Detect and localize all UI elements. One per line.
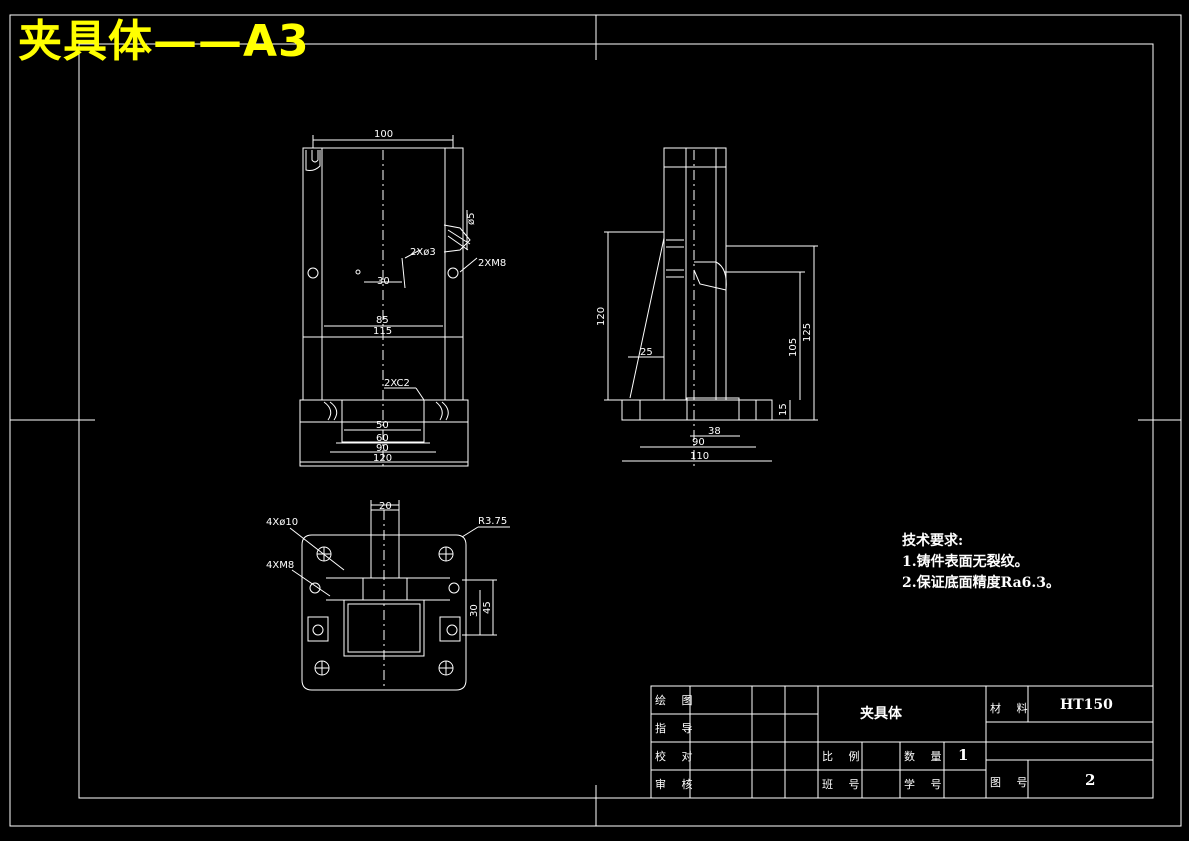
tb-drawing-no-label: 图 号 <box>990 776 1034 789</box>
tech-requirement-item: 1.铸件表面无裂纹。 <box>902 554 1029 570</box>
tb-review-label: 审 核 <box>655 778 699 791</box>
tech-requirement-item: 2.保证底面精度Ra6.3。 <box>902 575 1060 591</box>
dim-side-105: 105 <box>788 338 799 357</box>
dim-side-110: 110 <box>690 451 709 462</box>
dim-side-125: 125 <box>802 323 813 342</box>
dim-top-holes: 4Xø10 <box>266 517 298 528</box>
dim-side-15: 15 <box>778 403 789 416</box>
top-view <box>289 500 510 691</box>
dim-front-85: 85 <box>376 315 389 326</box>
tech-requirements-heading: 技术要求: <box>902 533 964 549</box>
dim-front-phi5: ø5 <box>466 213 477 225</box>
tb-quantity-label: 数 量 <box>904 750 948 763</box>
dim-front-holes: 2Xø3 <box>410 247 436 258</box>
dim-front-120: 120 <box>373 453 392 464</box>
dim-top-thread: 4XM8 <box>266 560 294 571</box>
tb-material-label: 材 料 <box>990 702 1034 715</box>
tb-quantity-value: 1 <box>958 746 969 764</box>
dim-side-120: 120 <box>596 307 607 326</box>
tb-drawing-no-value: 2 <box>1085 771 1096 789</box>
dim-side-90: 90 <box>692 437 705 448</box>
dim-top-45: 45 <box>482 601 493 614</box>
side-view <box>604 147 818 470</box>
dim-top-30: 30 <box>469 604 480 617</box>
dim-front-115: 115 <box>373 326 392 337</box>
tb-check-label: 校 对 <box>655 750 699 763</box>
tb-student-label: 学 号 <box>904 778 948 791</box>
tb-material-value: HT150 <box>1060 697 1113 713</box>
dim-top-radius: R3.75 <box>478 516 507 527</box>
dim-side-38: 38 <box>708 426 721 437</box>
dim-front-thread: 2XM8 <box>478 258 506 269</box>
dim-front-60: 60 <box>376 433 389 444</box>
dim-top-20: 20 <box>379 501 392 512</box>
tb-scale-label: 比 例 <box>822 750 866 763</box>
dim-side-25: 25 <box>640 347 653 358</box>
front-view <box>299 135 478 470</box>
dim-front-top: 100 <box>374 129 393 140</box>
tb-guide-label: 指 导 <box>655 722 699 735</box>
sheet-title: 夹具体——A3 <box>18 16 310 67</box>
dim-front-90: 90 <box>376 443 389 454</box>
tb-class-label: 班 号 <box>822 778 866 791</box>
title-block <box>650 685 1154 799</box>
tb-drawn-label: 绘 图 <box>655 694 699 707</box>
sheet-inner-border <box>78 43 1154 799</box>
tech-requirements: 技术要求: 1.铸件表面无裂纹。 2.保证底面精度Ra6.3。 <box>902 531 1060 594</box>
tb-part-name: 夹具体 <box>860 706 902 722</box>
dim-front-30: 30 <box>377 276 390 287</box>
dim-front-chamfer: 2XC2 <box>384 378 410 389</box>
dim-front-50: 50 <box>376 420 389 431</box>
